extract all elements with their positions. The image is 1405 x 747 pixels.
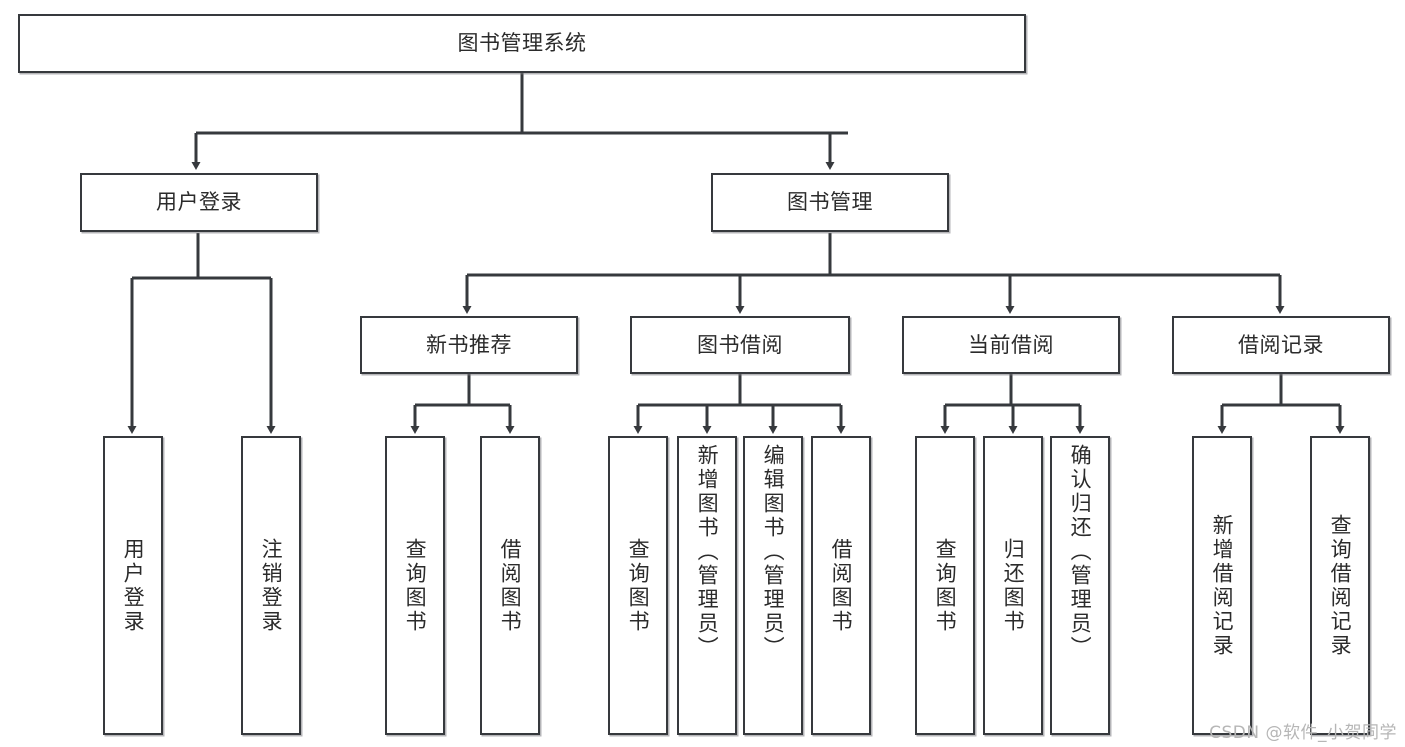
node-leaf-borrow-book-2[interactable]: 借阅图书	[811, 436, 871, 735]
node-leaf-query-book-2[interactable]: 查询图书	[608, 436, 668, 735]
node-book-borrow-label: 图书借阅	[697, 332, 783, 357]
node-borrow-record-label: 借阅记录	[1238, 332, 1324, 357]
node-user-login[interactable]: 用户登录	[80, 173, 318, 232]
node-leaf-confirm-return[interactable]: 确认归还（管理员）	[1050, 436, 1110, 735]
node-borrow-record[interactable]: 借阅记录	[1172, 316, 1390, 374]
node-current-borrow[interactable]: 当前借阅	[902, 316, 1120, 374]
node-new-book-rec-label: 新书推荐	[426, 332, 512, 357]
node-leaf-query-book-1[interactable]: 查询图书	[385, 436, 445, 735]
node-book-manage-label: 图书管理	[787, 190, 873, 215]
node-leaf-logout[interactable]: 注销登录	[241, 436, 301, 735]
node-book-borrow[interactable]: 图书借阅	[630, 316, 850, 374]
node-leaf-add-record[interactable]: 新增借阅记录	[1192, 436, 1252, 735]
node-root-label: 图书管理系统	[457, 31, 587, 56]
node-leaf-add-book[interactable]: 新增图书（管理员）	[677, 436, 737, 735]
node-leaf-query-record-label: 查询借阅记录	[1328, 513, 1353, 658]
node-root[interactable]: 图书管理系统	[18, 14, 1026, 73]
node-leaf-return-book-label: 归还图书	[1001, 537, 1026, 634]
node-leaf-user-login[interactable]: 用户登录	[103, 436, 163, 735]
node-leaf-borrow-book-1[interactable]: 借阅图书	[480, 436, 540, 735]
node-leaf-edit-book[interactable]: 编辑图书（管理员）	[743, 436, 803, 735]
node-leaf-query-book-3[interactable]: 查询图书	[915, 436, 975, 735]
node-leaf-add-book-label: 新增图书（管理员）	[695, 444, 720, 660]
node-leaf-query-book-3-label: 查询图书	[933, 537, 958, 634]
node-leaf-edit-book-label: 编辑图书（管理员）	[761, 444, 786, 660]
node-leaf-borrow-book-1-label: 借阅图书	[498, 537, 523, 634]
node-leaf-return-book[interactable]: 归还图书	[983, 436, 1043, 735]
node-leaf-add-record-label: 新增借阅记录	[1210, 513, 1235, 658]
node-new-book-rec[interactable]: 新书推荐	[360, 316, 578, 374]
node-leaf-query-record[interactable]: 查询借阅记录	[1310, 436, 1370, 735]
node-current-borrow-label: 当前借阅	[968, 332, 1054, 357]
node-leaf-logout-label: 注销登录	[259, 537, 284, 634]
node-leaf-query-book-2-label: 查询图书	[626, 537, 651, 634]
node-leaf-query-book-1-label: 查询图书	[403, 537, 428, 634]
node-user-login-label: 用户登录	[156, 190, 242, 215]
node-leaf-user-login-label: 用户登录	[121, 537, 146, 634]
node-book-manage[interactable]: 图书管理	[711, 173, 949, 232]
node-leaf-confirm-return-label: 确认归还（管理员）	[1068, 444, 1093, 660]
node-leaf-borrow-book-2-label: 借阅图书	[829, 537, 854, 634]
